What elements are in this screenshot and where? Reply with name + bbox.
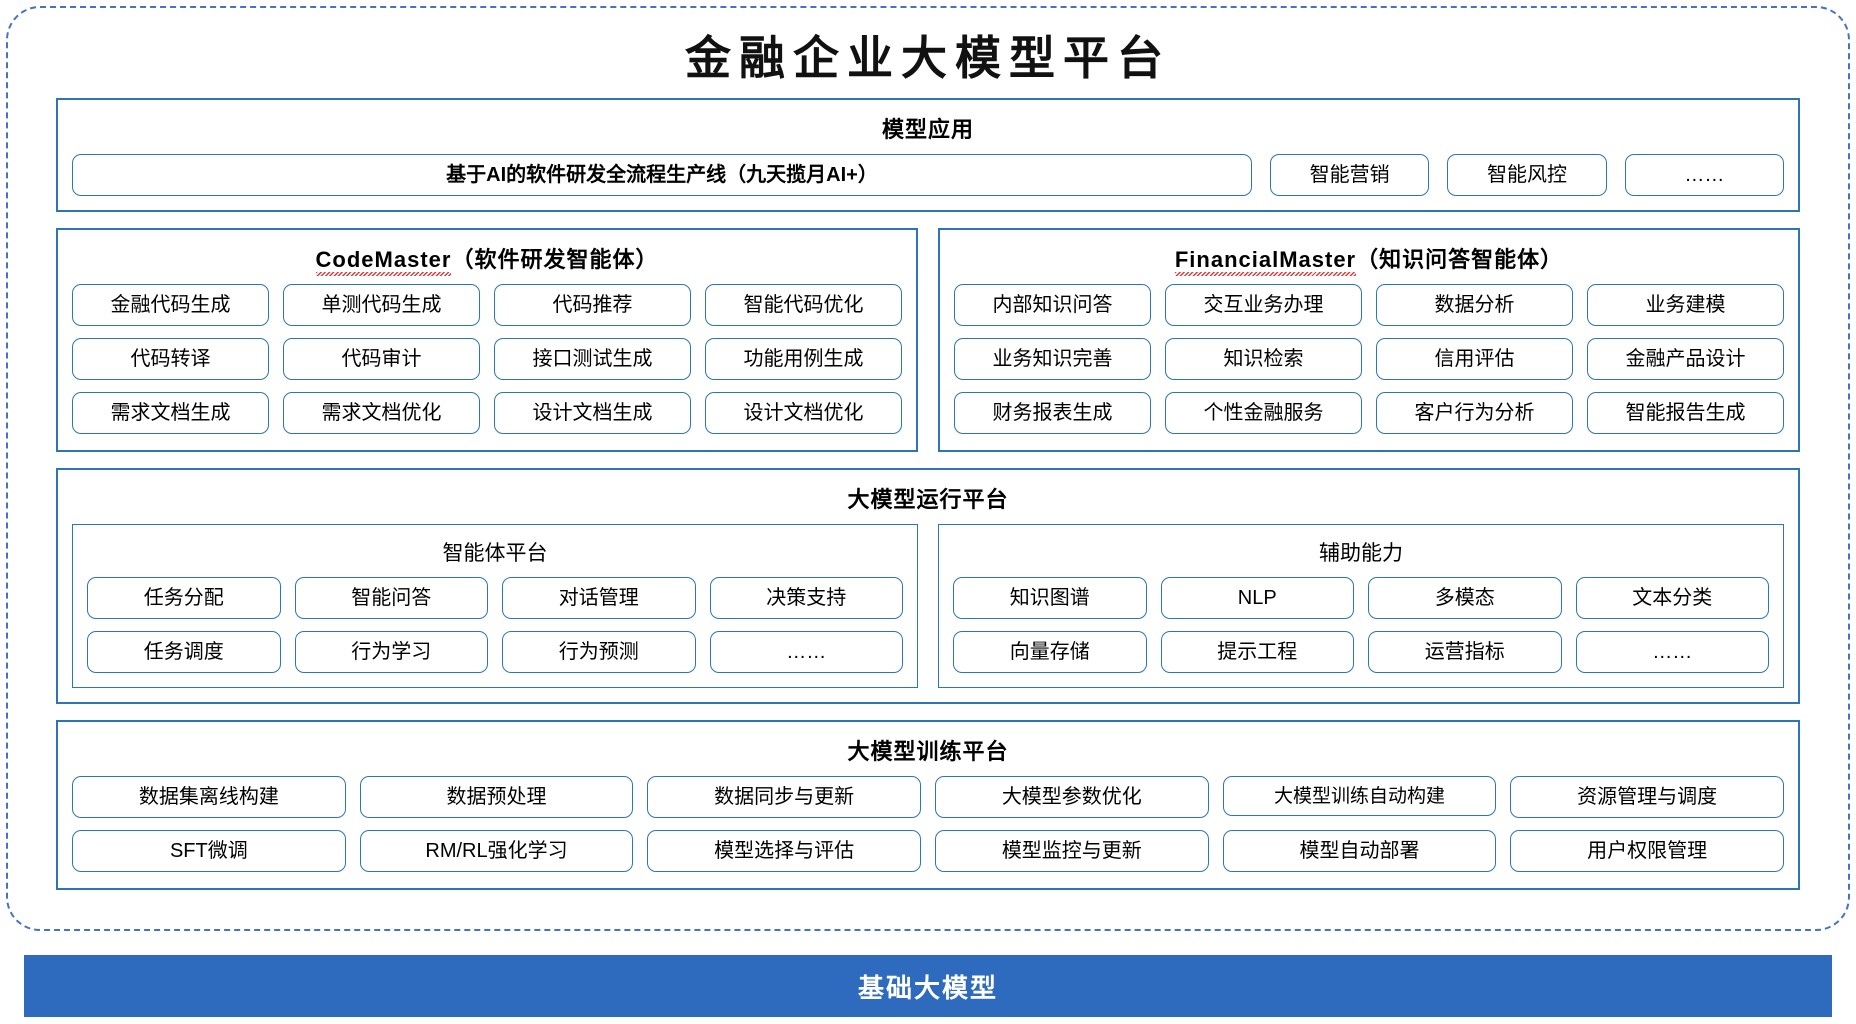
code-master-item[interactable]: 单测代码生成: [283, 284, 480, 326]
page-title: 金融企业大模型平台: [685, 33, 1171, 84]
code-master-item[interactable]: 功能用例生成: [705, 338, 902, 380]
section-code-master: CodeMaster（软件研发智能体） 金融代码生成 单测代码生成 代码推荐 智…: [56, 228, 918, 452]
financial-master-latin-name: FinancialMaster: [1174, 247, 1357, 272]
financial-master-item[interactable]: 知识检索: [1165, 338, 1362, 380]
section-heading-financial-master: FinancialMaster（知识问答智能体）: [954, 242, 1784, 274]
code-master-row-2: 代码转译 代码审计 接口测试生成 功能用例生成: [72, 338, 902, 380]
base-model-bar: 基础大模型: [24, 955, 1832, 1017]
training-platform-item[interactable]: 数据同步与更新: [647, 776, 921, 818]
financial-master-item[interactable]: 业务建模: [1587, 284, 1784, 326]
agent-platform-row-1: 任务分配 智能问答 对话管理 决策支持: [87, 577, 903, 619]
support-capability-item[interactable]: 文本分类: [1575, 577, 1769, 619]
training-platform-item[interactable]: 数据预处理: [359, 776, 634, 818]
code-master-item[interactable]: 需求文档优化: [283, 392, 480, 434]
section-training-platform: 大模型训练平台 数据集离线构建 数据预处理 数据同步与更新 大模型参数优化 大模…: [56, 720, 1800, 890]
section-heading-training-platform: 大模型训练平台: [847, 739, 1009, 764]
agent-platform-item[interactable]: 对话管理: [502, 577, 696, 619]
code-master-item[interactable]: 智能代码优化: [705, 284, 902, 326]
agent-platform-item[interactable]: 任务调度: [87, 631, 281, 673]
support-capability-row-1: 知识图谱 NLP 多模态 文本分类: [953, 577, 1769, 619]
financial-master-item[interactable]: 财务报表生成: [954, 392, 1151, 434]
subsection-agent-platform: 智能体平台 任务分配 智能问答 对话管理 决策支持 任务调度 行为学习 行为预测…: [72, 524, 918, 688]
agent-platform-item[interactable]: 任务分配: [87, 577, 281, 619]
code-master-latin-name: CodeMaster: [315, 247, 452, 272]
support-capability-item[interactable]: 知识图谱: [953, 577, 1147, 619]
financial-master-row-1: 内部知识问答 交互业务办理 数据分析 业务建模: [954, 284, 1784, 326]
section-heading-code-master: CodeMaster（软件研发智能体）: [72, 242, 902, 274]
support-capability-item[interactable]: 多模态: [1368, 577, 1562, 619]
code-master-item[interactable]: 代码转译: [72, 338, 269, 380]
financial-master-item[interactable]: 客户行为分析: [1376, 392, 1573, 434]
section-financial-master: FinancialMaster（知识问答智能体） 内部知识问答 交互业务办理 数…: [938, 228, 1800, 452]
subsection-heading-support-capability: 辅助能力: [1319, 542, 1403, 565]
code-master-item[interactable]: 设计文档优化: [705, 392, 902, 434]
agent-platform-item[interactable]: 决策支持: [709, 577, 903, 619]
app-item-more[interactable]: ……: [1624, 154, 1784, 196]
training-platform-item[interactable]: 模型自动部署: [1222, 830, 1497, 872]
financial-master-row-2: 业务知识完善 知识检索 信用评估 金融产品设计: [954, 338, 1784, 380]
runtime-subpanels: 智能体平台 任务分配 智能问答 对话管理 决策支持 任务调度 行为学习 行为预测…: [72, 524, 1784, 688]
financial-master-item[interactable]: 信用评估: [1376, 338, 1573, 380]
agent-platform-row-2: 任务调度 行为学习 行为预测 ……: [87, 631, 903, 673]
financial-master-item[interactable]: 个性金融服务: [1165, 392, 1362, 434]
support-capability-item[interactable]: NLP: [1160, 577, 1354, 619]
agent-platform-item[interactable]: 智能问答: [294, 577, 488, 619]
code-master-item[interactable]: 代码推荐: [494, 284, 691, 326]
training-platform-item[interactable]: 资源管理与调度: [1510, 776, 1784, 818]
section-heading-model-application: 模型应用: [881, 117, 974, 142]
financial-master-item[interactable]: 智能报告生成: [1587, 392, 1784, 434]
financial-master-item[interactable]: 交互业务办理: [1165, 284, 1362, 326]
code-master-item[interactable]: 设计文档生成: [494, 392, 691, 434]
financial-master-row-3: 财务报表生成 个性金融服务 客户行为分析 智能报告生成: [954, 392, 1784, 434]
training-platform-row-2: SFT微调 RM/RL强化学习 模型选择与评估 模型监控与更新 模型自动部署 用…: [72, 830, 1784, 872]
training-platform-item[interactable]: 大模型训练自动构建: [1222, 776, 1497, 816]
training-platform-item[interactable]: 大模型参数优化: [934, 776, 1209, 818]
agent-platform-item-more[interactable]: ……: [709, 631, 903, 673]
financial-master-item[interactable]: 数据分析: [1376, 284, 1573, 326]
support-capability-item[interactable]: 向量存储: [953, 631, 1147, 673]
financial-master-item[interactable]: 内部知识问答: [954, 284, 1151, 326]
financial-master-item[interactable]: 金融产品设计: [1587, 338, 1784, 380]
code-master-cn-name: （软件研发智能体）: [451, 247, 659, 272]
support-capability-item-more[interactable]: ……: [1575, 631, 1769, 673]
code-master-item[interactable]: 需求文档生成: [72, 392, 269, 434]
support-capability-row-2: 向量存储 提示工程 运营指标 ……: [953, 631, 1769, 673]
training-platform-item[interactable]: RM/RL强化学习: [359, 830, 634, 872]
financial-master-cn-name: （知识问答智能体）: [1356, 247, 1564, 272]
subsection-support-capability: 辅助能力 知识图谱 NLP 多模态 文本分类 向量存储 提示工程 运营指标 ……: [938, 524, 1784, 688]
training-platform-row-1: 数据集离线构建 数据预处理 数据同步与更新 大模型参数优化 大模型训练自动构建 …: [72, 776, 1784, 818]
subsection-heading-agent-platform: 智能体平台: [442, 542, 548, 565]
section-model-application: 模型应用 基于AI的软件研发全流程生产线（九天揽月AI+） 智能营销 智能风控 …: [56, 98, 1800, 212]
training-platform-item[interactable]: 模型选择与评估: [647, 830, 921, 872]
training-platform-item[interactable]: 模型监控与更新: [934, 830, 1209, 872]
code-master-item[interactable]: 金融代码生成: [72, 284, 269, 326]
code-master-item[interactable]: 接口测试生成: [494, 338, 691, 380]
training-platform-item[interactable]: 用户权限管理: [1510, 830, 1784, 872]
section-runtime-platform: 大模型运行平台 智能体平台 任务分配 智能问答 对话管理 决策支持 任务调度 行…: [56, 468, 1800, 704]
support-capability-item[interactable]: 运营指标: [1368, 631, 1562, 673]
app-item-smart-marketing[interactable]: 智能营销: [1270, 154, 1430, 196]
training-platform-item[interactable]: 数据集离线构建: [72, 776, 346, 818]
code-master-row-3: 需求文档生成 需求文档优化 设计文档生成 设计文档优化: [72, 392, 902, 434]
base-model-label: 基础大模型: [857, 972, 998, 1003]
agent-platform-item[interactable]: 行为预测: [502, 631, 696, 673]
app-item-smart-risk-control[interactable]: 智能风控: [1447, 154, 1607, 196]
section-heading-runtime-platform: 大模型运行平台: [847, 487, 1009, 512]
app-item-ai-pipeline[interactable]: 基于AI的软件研发全流程生产线（九天揽月AI+）: [72, 154, 1252, 196]
code-master-item[interactable]: 代码审计: [283, 338, 480, 380]
support-capability-item[interactable]: 提示工程: [1160, 631, 1354, 673]
diagram-outer-frame: 金融企业大模型平台 模型应用 基于AI的软件研发全流程生产线（九天揽月AI+） …: [6, 6, 1850, 931]
code-master-row-1: 金融代码生成 单测代码生成 代码推荐 智能代码优化: [72, 284, 902, 326]
training-platform-item[interactable]: SFT微调: [72, 830, 346, 872]
agent-platform-item[interactable]: 行为学习: [294, 631, 488, 673]
agent-panels: CodeMaster（软件研发智能体） 金融代码生成 单测代码生成 代码推荐 智…: [56, 228, 1800, 452]
model-application-items: 基于AI的软件研发全流程生产线（九天揽月AI+） 智能营销 智能风控 ……: [72, 154, 1784, 196]
financial-master-item[interactable]: 业务知识完善: [954, 338, 1151, 380]
